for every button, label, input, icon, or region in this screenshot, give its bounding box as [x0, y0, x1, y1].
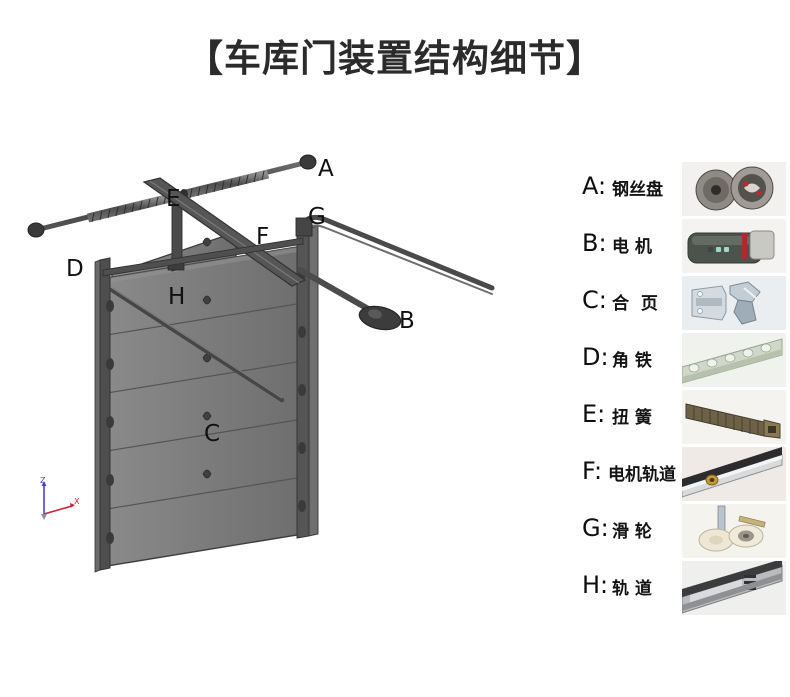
legend-name-e: 扭 簧	[612, 408, 652, 428]
legend-row-e: E: 扭 簧	[578, 388, 786, 445]
door-body	[106, 245, 304, 567]
legend-key-g: G:	[582, 514, 609, 542]
legend-name-c: 合 页	[612, 294, 658, 314]
hinge-thumb	[682, 276, 786, 330]
legend-key-d: D:	[582, 343, 609, 371]
center-bearing-plate	[167, 196, 185, 272]
roller-thumb	[682, 504, 786, 558]
angle-iron-thumb	[682, 333, 786, 387]
legend-key-e: E:	[582, 400, 606, 428]
legend-name-g: 滑 轮	[612, 522, 652, 542]
torsion-spring-thumb	[682, 390, 786, 444]
diagram-label-A: A	[318, 156, 334, 182]
motor-rail-thumb	[682, 447, 786, 501]
diagram-label-G: G	[308, 204, 326, 230]
legend-row-a: A: 钢丝盘	[578, 160, 786, 217]
diagram-label-C: C	[204, 421, 221, 447]
legend-key-f: F:	[582, 457, 603, 485]
legend-row-b: B: 电 机	[578, 217, 786, 274]
axis-z-label: Z	[40, 476, 46, 485]
legend-row-g: G: 滑 轮	[578, 502, 786, 559]
garage-door-diagram: A E G F D H B C	[0, 110, 560, 580]
diagram-label-H: H	[168, 284, 186, 310]
legend-name-a: 钢丝盘	[612, 180, 663, 200]
legend-row-h: H: 轨 道	[578, 559, 786, 616]
legend-row-d: D: 角 铁	[578, 331, 786, 388]
legend-key-b: B:	[582, 229, 607, 257]
garage-door-svg	[27, 154, 495, 573]
legend-key-a: A:	[582, 172, 607, 200]
legend-key-h: H:	[582, 571, 609, 599]
axis-x-label: X	[74, 497, 80, 506]
cable-drum-thumb	[682, 162, 786, 216]
left-angle-iron	[94, 257, 111, 573]
torsion-springs	[86, 169, 270, 223]
track-thumb	[682, 561, 786, 615]
legend-row-f: F: 电机轨道	[578, 445, 786, 502]
diagram-label-E: E	[166, 186, 181, 212]
diagram-label-F: F	[256, 224, 270, 250]
roller-G	[295, 217, 313, 237]
motor-head	[358, 305, 402, 331]
diagonal-brace	[109, 287, 285, 403]
diagram-label-B: B	[399, 308, 415, 334]
legend-name-d: 角 铁	[612, 351, 652, 371]
page-title: 【车库门装置结构细节】	[186, 37, 604, 80]
legend-name-f: 电机轨道	[608, 465, 676, 485]
horizontal-curved-track	[297, 214, 495, 295]
legend-key-c: C:	[582, 286, 607, 314]
legend-name-b: 电 机	[612, 237, 652, 257]
door-header-rail	[102, 237, 304, 277]
axis-gizmo: Z X	[28, 476, 84, 522]
legend-panel: A: 钢丝盘	[578, 160, 786, 615]
motor-unit-thumb	[682, 219, 786, 273]
legend-row-c: C: 合 页	[578, 274, 786, 331]
operator-arm-and-motor	[297, 267, 402, 331]
right-vertical-track	[296, 225, 319, 539]
center-hinges	[202, 237, 212, 479]
diagram-label-D: D	[66, 256, 84, 282]
legend-name-h: 轨 道	[612, 579, 652, 599]
